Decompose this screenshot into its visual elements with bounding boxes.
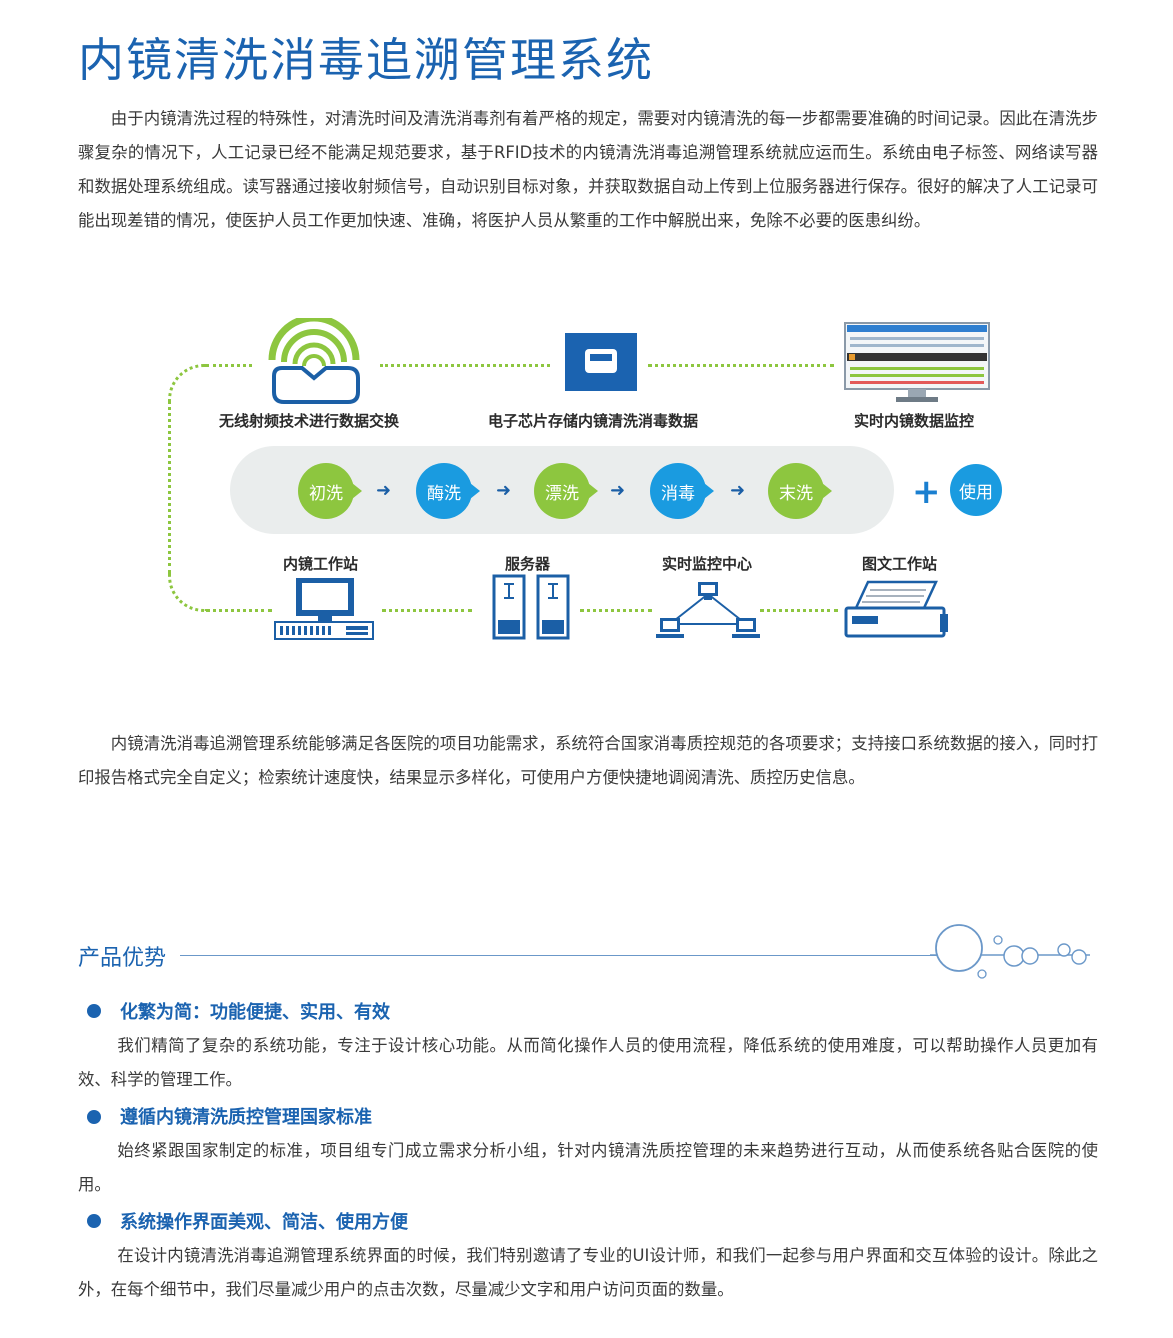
advantage-heading: 系统操作界面美观、简洁、使用方便	[120, 1212, 408, 1233]
page-title: 内镜清洗消毒追溯管理系统	[78, 33, 654, 87]
step-disinfect: 消毒	[650, 463, 714, 519]
arrow-icon: ➜	[730, 480, 746, 501]
label-endoscope-workstation: 内镜工作站	[283, 555, 359, 573]
printer-icon	[844, 580, 948, 638]
bullet-icon	[87, 1110, 101, 1124]
monitor-dashboard-icon	[844, 322, 990, 402]
bullet-icon	[87, 1004, 101, 1018]
connector-corner	[168, 364, 208, 404]
plus-icon: +	[912, 472, 941, 512]
step-initial-wash: 初洗	[298, 463, 362, 519]
label-server: 服务器	[505, 555, 551, 573]
bubbles-decoration	[930, 924, 1090, 979]
label-rfid-exchange: 无线射频技术进行数据交换	[219, 412, 400, 430]
advantages-title: 产品优势	[78, 946, 167, 971]
label-image-workstation: 图文工作站	[862, 555, 938, 573]
arrow-icon: ➜	[496, 480, 512, 501]
advantage-heading: 化繁为简：功能便捷、实用、有效	[120, 1002, 390, 1023]
divider	[180, 955, 940, 956]
arrow-icon: ➜	[376, 480, 392, 501]
advantage-text: 在设计内镜清洗消毒追溯管理系统界面的时候，我们特别邀请了专业的UI设计师，和我们…	[78, 1246, 1098, 1299]
summary-paragraph: 内镜清洗消毒追溯管理系统能够满足各医院的项目功能需求，系统符合国家消毒质控规范的…	[78, 734, 1098, 787]
chip-icon	[565, 333, 637, 391]
connector	[580, 609, 652, 612]
connector	[382, 609, 472, 612]
connector	[380, 364, 550, 367]
step-use: 使用	[950, 464, 1002, 516]
connector	[206, 364, 252, 367]
advantage-heading: 遵循内镜清洗质控管理国家标准	[120, 1107, 372, 1128]
arrow-icon: ➜	[610, 480, 626, 501]
connector-corner	[168, 570, 208, 612]
server-icon	[492, 574, 570, 640]
network-icon	[656, 582, 760, 638]
step-rinse: 漂洗	[534, 463, 598, 519]
connector-left	[168, 400, 171, 574]
connector	[760, 609, 838, 612]
bullet-icon	[87, 1214, 101, 1228]
intro-paragraph: 由于内镜清洗过程的特殊性，对清洗时间及清洗消毒剂有着严格的规定，需要对内镜清洗的…	[78, 109, 1098, 230]
connector	[648, 364, 834, 367]
desktop-computer-icon	[274, 578, 374, 640]
rfid-wave-icon	[268, 318, 360, 404]
connector	[206, 609, 272, 612]
label-monitoring-center: 实时监控中心	[662, 555, 753, 573]
step-enzyme-wash: 酶洗	[416, 463, 480, 519]
advantage-text: 我们精简了复杂的系统功能，专注于设计核心功能。从而简化操作人员的使用流程，降低系…	[78, 1036, 1098, 1089]
label-chip-storage: 电子芯片存储内镜清洗消毒数据	[488, 412, 699, 430]
advantage-text: 始终紧跟国家制定的标准，项目组专门成立需求分析小组，针对内镜清洗质控管理的未来趋…	[78, 1141, 1098, 1194]
step-final-wash: 末洗	[768, 463, 832, 519]
label-realtime-monitor: 实时内镜数据监控	[854, 412, 975, 430]
